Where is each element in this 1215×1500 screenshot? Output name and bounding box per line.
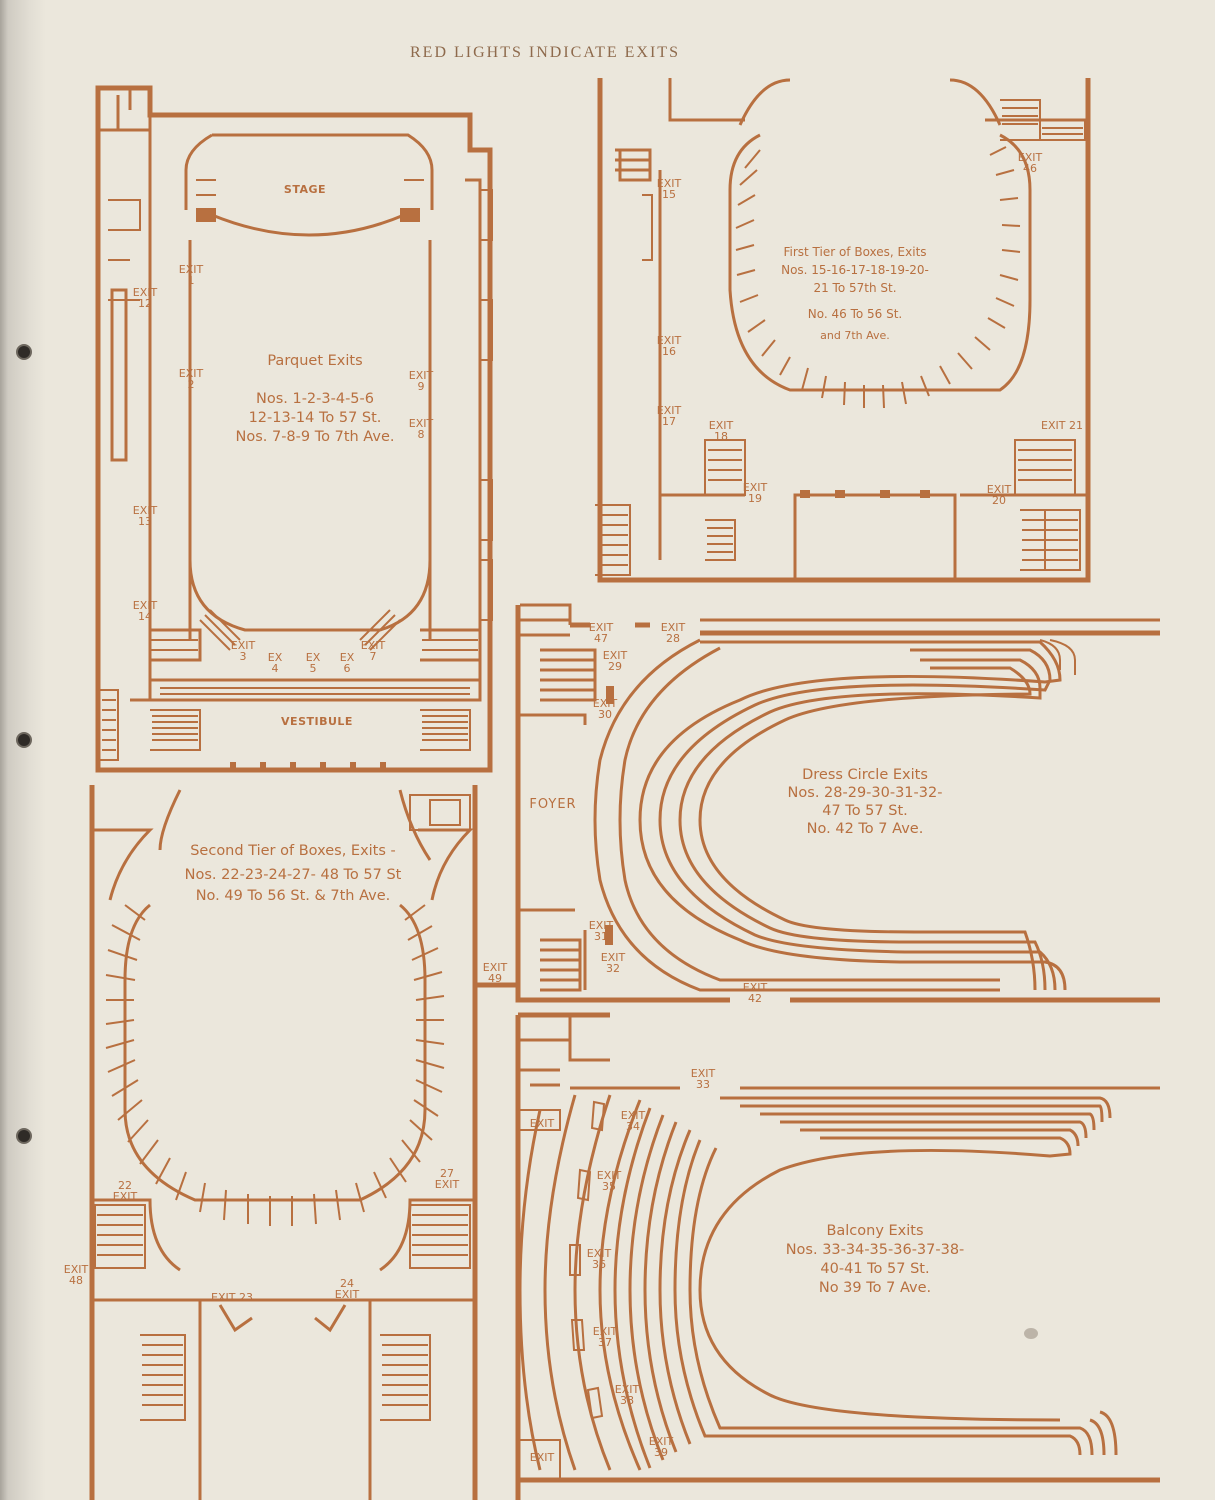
exit-13-label: EXIT 13 (132, 504, 158, 528)
binding-hole (18, 1130, 30, 1142)
exit-34-label: EXIT 34 (620, 1109, 646, 1133)
first-tier-line2: 21 To 57th St. (813, 281, 897, 295)
exit-46-label: EXIT 46 (1017, 151, 1043, 175)
exit-21-label: EXIT 21 (1041, 419, 1083, 432)
exit-4-label: EX 4 (267, 651, 283, 675)
exit-14-label: EXIT 14 (132, 599, 158, 623)
parquet-exits-line3: Nos. 7-8-9 To 7th Ave. (235, 429, 395, 445)
second-tier-plan (89, 785, 518, 1500)
exit-27-label: 27 EXIT (434, 1167, 460, 1191)
first-tier-line1: Nos. 15-16-17-18-19-20- (781, 263, 929, 277)
exit-18-label: EXIT 18 (708, 419, 734, 443)
exit-36-label: EXIT 36 (586, 1247, 612, 1271)
exit-35-label: EXIT 35 (596, 1169, 622, 1193)
first-tier-plan (595, 78, 1091, 583)
first-tier-line3: No. 46 To 56 St. (807, 307, 903, 321)
exit-29-label: EXIT 29 (602, 649, 628, 673)
exit-37-label: EXIT 37 (592, 1325, 618, 1349)
dress-circle-line2: 47 To 57 St. (822, 803, 908, 819)
exit-23-label: EXIT 23 (211, 1291, 253, 1304)
dress-circle-line1: Nos. 28-29-30-31-32- (787, 785, 943, 801)
dress-circle-heading: Dress Circle Exits (802, 767, 928, 783)
exit-15-label: EXIT 15 (656, 177, 682, 201)
stage-label: STAGE (283, 183, 327, 196)
exit-47-label: EXIT 47 (588, 621, 614, 645)
binding-edge (0, 0, 46, 1500)
exit-38-label: EXIT 38 (614, 1383, 640, 1407)
exit-30-label: EXIT 30 (592, 697, 618, 721)
parquet-exits-line2: 12-13-14 To 57 St. (248, 410, 382, 426)
exit-9-label: EXIT 9 (408, 369, 434, 393)
dress-circle-line3: No. 42 To 7 Ave. (806, 821, 924, 837)
exit-7-label: EXIT 7 (360, 639, 386, 663)
vestibule-label: VESTIBULE (281, 715, 353, 728)
parquet-exits-heading: Parquet Exits (267, 353, 363, 369)
exit-22-label: 22 EXIT (112, 1179, 138, 1203)
second-tier-line1: Nos. 22-23-24-27- 48 To 57 St (184, 867, 402, 883)
exit-19-label: EXIT 19 (742, 481, 768, 505)
balcony-line3: No 39 To 7 Ave. (818, 1280, 932, 1296)
exit-3-label: EXIT 3 (230, 639, 256, 663)
exit-2-label: EXIT 2 (178, 367, 204, 391)
exit-5-label: EX 5 (305, 651, 321, 675)
exit-28-label: EXIT 28 (660, 621, 686, 645)
first-tier-line4: and 7th Ave. (820, 329, 890, 342)
exit-48-label: EXIT 48 (63, 1263, 89, 1287)
balcony-line2: 40-41 To 57 St. (820, 1261, 930, 1277)
exit-16-label: EXIT 16 (656, 334, 682, 358)
exit-1-label: EXIT 1 (178, 263, 204, 287)
binding-hole (18, 346, 30, 358)
balcony-line1: Nos. 33-34-35-36-37-38- (785, 1242, 965, 1258)
first-tier-heading: First Tier of Boxes, Exits (783, 245, 927, 259)
paper-stain (1024, 1328, 1038, 1339)
balcony-plan (515, 1012, 1160, 1500)
exit-33-label: EXIT 33 (690, 1067, 716, 1091)
dress-circle-plan (515, 603, 1160, 1003)
exit-17-label: EXIT 17 (656, 404, 682, 428)
exit-49-label: EXIT 49 (482, 961, 508, 985)
balcony-heading: Balcony Exits (826, 1223, 924, 1239)
exit-39-label: EXIT 39 (648, 1435, 674, 1459)
parquet-plan (95, 85, 493, 773)
exit-8-label: EXIT 8 (408, 417, 434, 441)
exit-6-label: EX 6 (339, 651, 355, 675)
parquet-exits-line1: Nos. 1-2-3-4-5-6 (255, 391, 374, 407)
binding-hole (18, 734, 30, 746)
exit-20-label: EXIT 20 (986, 483, 1012, 507)
exit-24-label: 24 EXIT (334, 1277, 360, 1301)
second-tier-line2: No. 49 To 56 St. & 7th Ave. (195, 888, 391, 904)
exit-31-label: EXIT 31 (588, 919, 614, 943)
page-header: RED LIGHTS INDICATE EXITS (410, 44, 680, 61)
exit-upper-label: EXIT (529, 1117, 555, 1130)
exit-12-label: EXIT 12 (132, 286, 158, 310)
second-tier-heading: Second Tier of Boxes, Exits - (190, 843, 396, 859)
exit-42-label: EXIT 42 (742, 981, 768, 1005)
foyer-label: FOYER (529, 797, 577, 812)
exit-32-label: EXIT 32 (600, 951, 626, 975)
exit-lower-label: EXIT (529, 1451, 555, 1464)
